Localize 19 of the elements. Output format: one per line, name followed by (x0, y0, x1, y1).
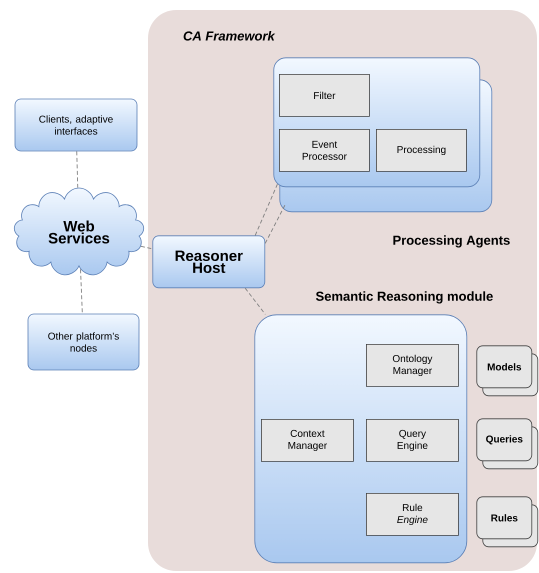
component-box: Rule Engine (366, 493, 459, 536)
connector-line (76, 150, 78, 188)
group-heading: Semantic Reasoning module (316, 291, 493, 304)
component-box: Query Engine (366, 419, 459, 462)
resource-stack: Rules (476, 496, 538, 548)
resource-stack: Queries (476, 418, 538, 470)
connector-line (244, 288, 266, 315)
client-box: Other platform’s nodes (28, 314, 140, 370)
connector-line (80, 268, 83, 314)
host-box: Reasoner Host (152, 235, 266, 288)
connector-line (264, 204, 286, 244)
group-heading: Processing Agents (393, 235, 510, 248)
component-box: Ontology Manager (366, 344, 459, 387)
component-box: Context Manager (261, 419, 354, 462)
resource-stack: Models (476, 345, 538, 396)
ca-framework-title: CA Framework (184, 31, 276, 41)
connector-line (140, 246, 153, 250)
connector-line (254, 184, 278, 236)
client-box: Clients, adaptive interfaces (14, 98, 138, 152)
